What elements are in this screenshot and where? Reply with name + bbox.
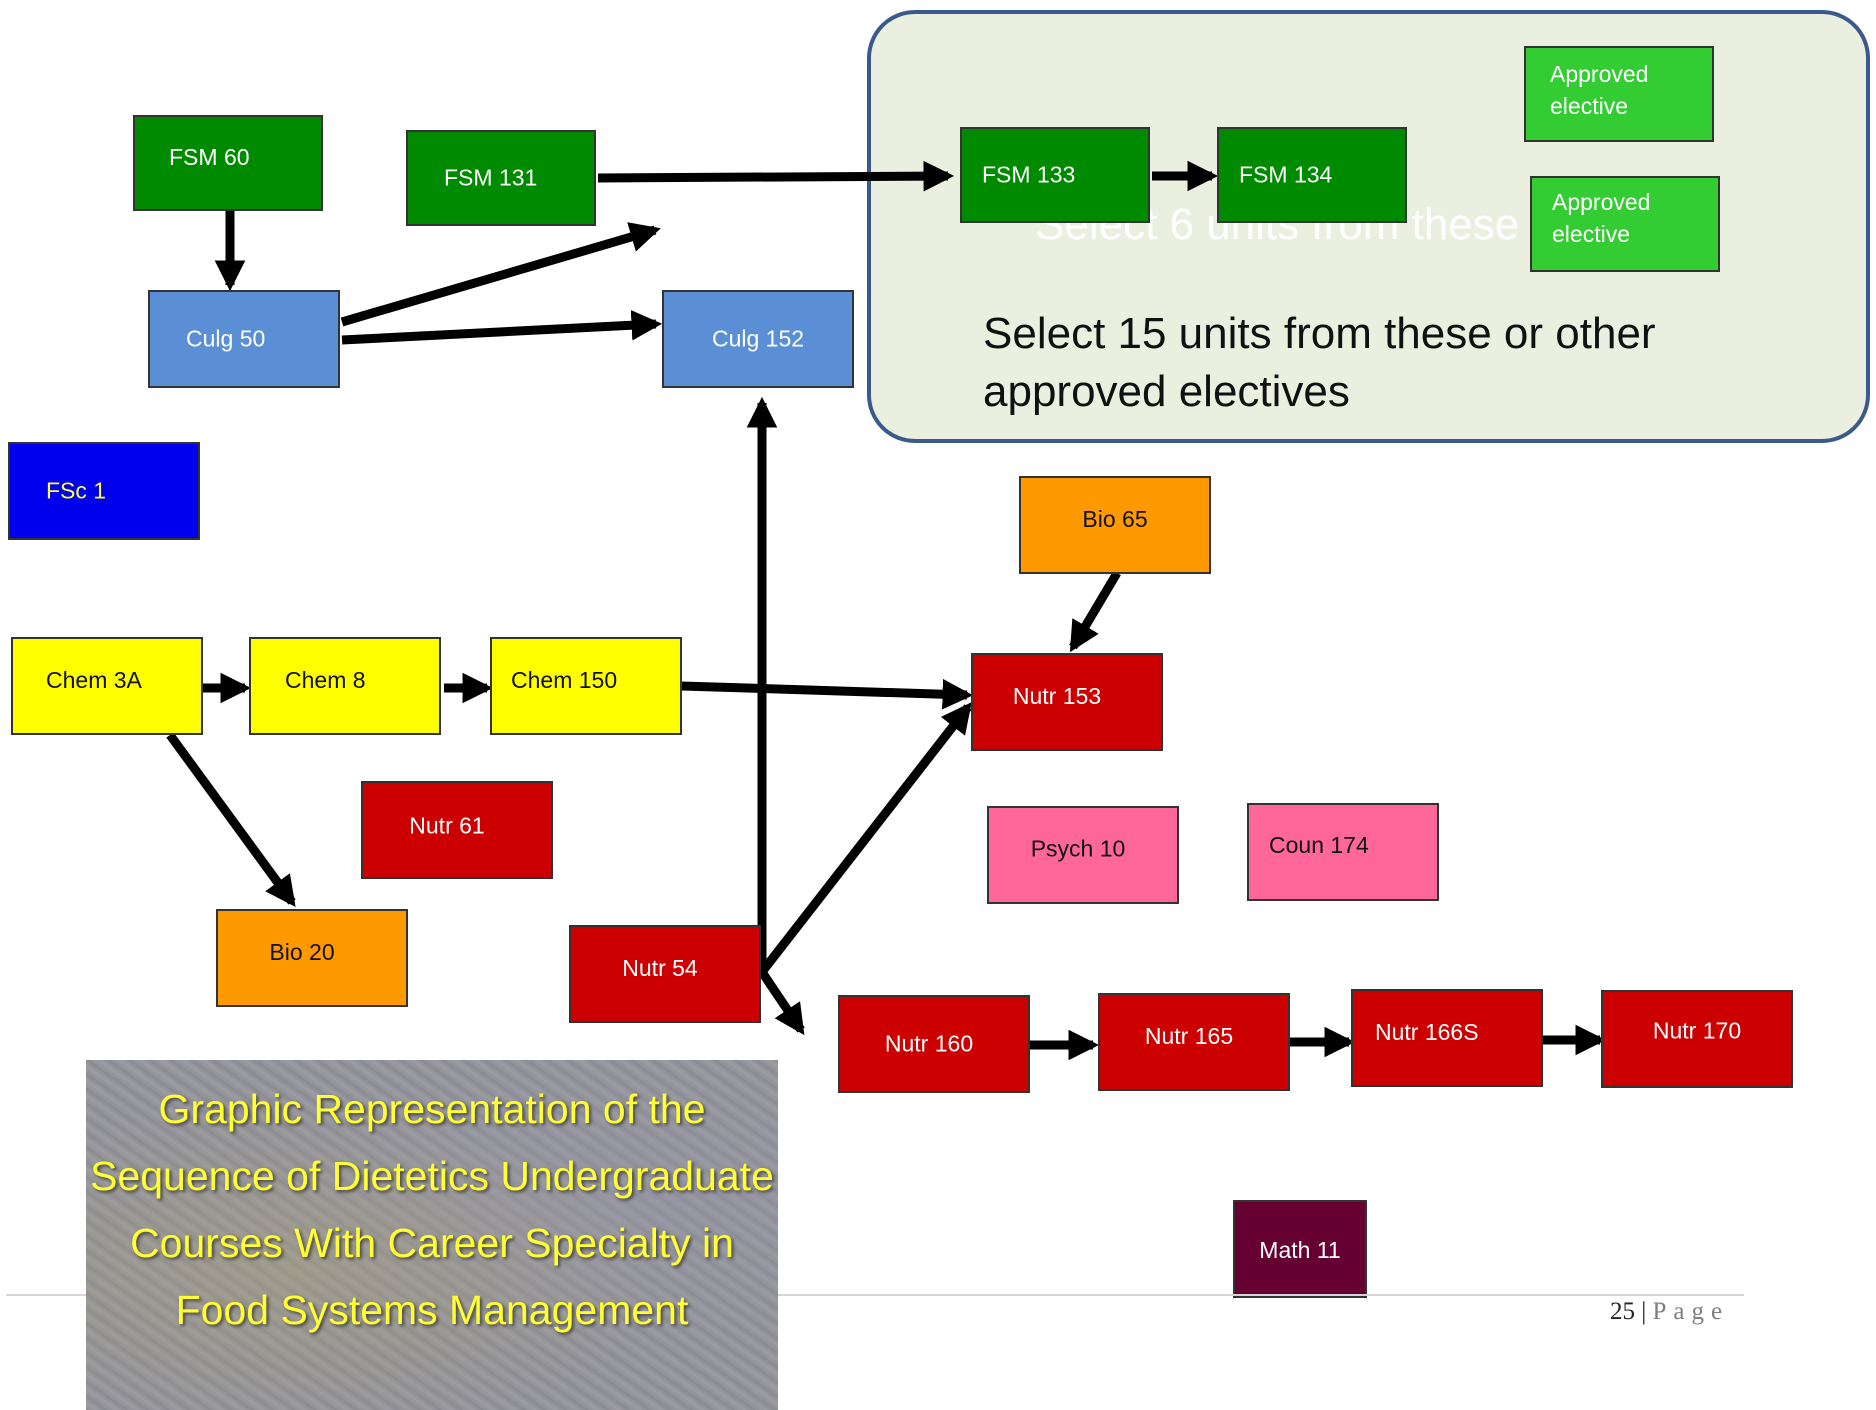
course-fsm133: FSM 133 — [960, 127, 1150, 223]
course-bio20: Bio 20 — [216, 909, 408, 1007]
course-fsm131: FSM 131 — [406, 130, 596, 226]
page-separator: | — [1635, 1298, 1653, 1325]
course-nutr160-label: Nutr 160 — [884, 1030, 974, 1057]
arrow-chem3a-bio20 — [166, 732, 296, 907]
course-culg50-label: Culg 50 — [186, 325, 266, 352]
course-fsm133-label: FSM 133 — [982, 161, 1076, 188]
arrow-culg50-culg152 — [341, 309, 663, 345]
page-label: Page — [1652, 1298, 1730, 1325]
course-nutr153: Nutr 153 — [971, 653, 1163, 751]
course-coun174-label: Coun 174 — [1269, 831, 1369, 858]
course-chem8: Chem 8 — [249, 637, 441, 735]
course-nutr166s-label: Nutr 166S — [1375, 1019, 1479, 1046]
course-fsm131-label: FSM 131 — [444, 164, 538, 191]
course-nutr165: Nutr 165 — [1098, 993, 1290, 1091]
course-fsc1-label: FSc 1 — [46, 477, 107, 504]
course-approved-elective-1: Approved elective — [1524, 46, 1714, 142]
arrow-nutr54-nutr153 — [758, 702, 972, 975]
course-chem3a-label: Chem 3A — [46, 667, 142, 694]
arrow-nutr54-nutr160 — [758, 969, 805, 1036]
arrow-culg50-elective — [340, 222, 661, 327]
elective-1-label: Approved elective — [1550, 61, 1649, 119]
arrow-fsm131-fsm133 — [597, 160, 955, 192]
course-chem8-label: Chem 8 — [285, 667, 366, 694]
course-coun174: Coun 174 — [1247, 803, 1439, 901]
course-chem150-label: Chem 150 — [511, 667, 618, 694]
diagram-title: Graphic Representation of the Sequence o… — [90, 1086, 774, 1333]
arrow-bio65-nutr153 — [1069, 570, 1121, 653]
course-approved-elective-2: Approved elective — [1530, 176, 1720, 272]
course-nutr166s: Nutr 166S — [1351, 989, 1543, 1087]
course-chem150: Chem 150 — [490, 637, 682, 735]
course-bio20-label: Bio 20 — [269, 939, 335, 966]
course-chem3a: Chem 3A — [11, 637, 203, 735]
course-culg152-label: Culg 152 — [711, 325, 805, 352]
course-nutr170-label: Nutr 170 — [1652, 1017, 1742, 1044]
page-number: 25 — [1610, 1298, 1635, 1325]
course-bio65: Bio 65 — [1019, 476, 1211, 574]
course-nutr160: Nutr 160 — [838, 995, 1030, 1093]
arrow-chem150-nutr153 — [681, 678, 974, 710]
course-math11-label: Math 11 — [1259, 1236, 1341, 1263]
course-math11: Math 11 — [1233, 1200, 1367, 1298]
course-nutr61-label: Nutr 61 — [409, 812, 485, 839]
course-fsm60-label: FSM 60 — [169, 144, 250, 171]
course-fsm134: FSM 134 — [1217, 127, 1407, 223]
course-bio65-label: Bio 65 — [1082, 506, 1148, 533]
footer-rule — [6, 1294, 1744, 1296]
course-psych10-label: Psych 10 — [1030, 835, 1126, 862]
title-block: Graphic Representation of the Sequence o… — [86, 1060, 778, 1410]
panel-instruction: Select 15 units from these or other appr… — [983, 309, 1656, 416]
course-nutr54: Nutr 54 — [569, 925, 761, 1023]
course-fsm134-label: FSM 134 — [1239, 161, 1333, 188]
course-psych10: Psych 10 — [987, 806, 1179, 904]
course-fsm60: FSM 60 — [133, 115, 323, 211]
course-culg152: Culg 152 — [662, 290, 854, 388]
course-fsc1: FSc 1 — [8, 442, 200, 540]
course-nutr54-label: Nutr 54 — [622, 955, 698, 982]
course-nutr165-label: Nutr 165 — [1144, 1023, 1234, 1050]
page-footer: 25 | Page — [1610, 1298, 1729, 1326]
course-nutr153-label: Nutr 153 — [1012, 683, 1102, 710]
course-nutr170: Nutr 170 — [1601, 990, 1793, 1088]
elective-2-label: Approved elective — [1552, 189, 1651, 247]
course-nutr61: Nutr 61 — [361, 781, 553, 879]
course-culg50: Culg 50 — [148, 290, 340, 388]
